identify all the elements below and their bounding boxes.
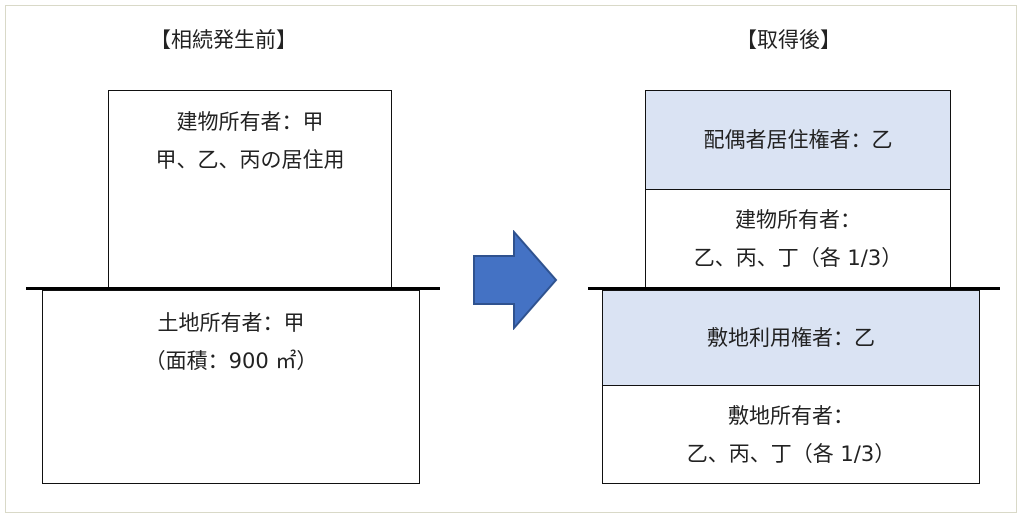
site-owner-box: 敷地所有者： 乙、丙、丁（各 1/3） [602,385,980,484]
site-use-right-box: 敷地利用権者：乙 [602,290,980,386]
diagram-frame [5,5,1017,513]
before-land-owner: 土地所有者：甲 [157,311,305,335]
before-building-use: 甲、乙、丙の居住用 [155,148,345,172]
after-ground-line [588,287,1000,290]
spouse-residence-right-label: 配偶者居住権者：乙 [703,128,893,152]
after-building-owner-shares: 乙、丙、丁（各 1/3） [693,246,903,270]
before-heading: 【相続発生前】 [150,28,297,52]
after-building-owner-label: 建物所有者： [735,208,861,232]
site-owner-label: 敷地所有者： [728,404,854,428]
site-use-right-label: 敷地利用権者：乙 [707,326,875,350]
right-arrow-icon [473,230,558,330]
before-land-area: （面積：900 ㎡） [144,349,318,373]
after-heading: 【取得後】 [736,28,841,52]
before-land-box: 土地所有者：甲 （面積：900 ㎡） [42,290,420,484]
after-building-owner-box: 建物所有者： 乙、丙、丁（各 1/3） [645,189,951,289]
spouse-residence-right-box: 配偶者居住権者：乙 [645,90,951,190]
before-building-owner: 建物所有者：甲 [176,110,324,134]
site-owner-shares: 乙、丙、丁（各 1/3） [686,442,896,466]
before-building-box: 建物所有者：甲 甲、乙、丙の居住用 [108,90,392,290]
before-ground-line [26,287,440,290]
